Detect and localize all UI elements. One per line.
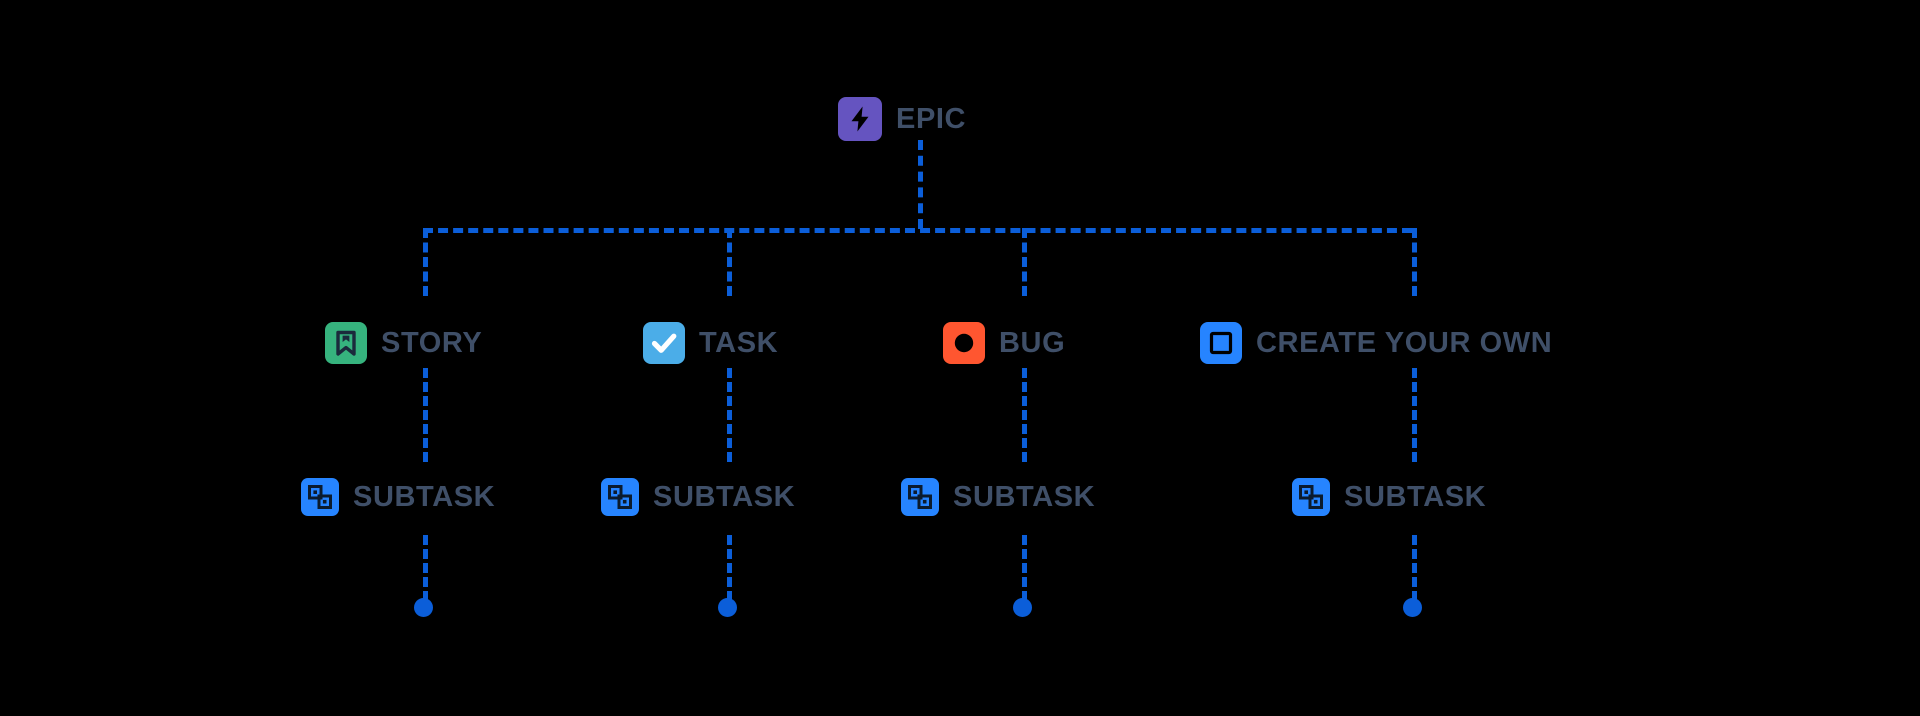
connector-drop-bug [1022, 228, 1027, 296]
connector-end-dot-1 [414, 598, 433, 617]
connector-end-dot-3 [1013, 598, 1032, 617]
node-subtask-1[interactable]: SUBTASK [301, 478, 495, 516]
node-epic[interactable]: EPIC [838, 97, 966, 141]
bug-circle-icon [943, 322, 985, 364]
connector-drop-task [727, 228, 732, 296]
subtask-icon [1292, 478, 1330, 516]
connector-end-dot-2 [718, 598, 737, 617]
node-label-bug: BUG [999, 326, 1066, 359]
create-your-own-square-icon [1200, 322, 1242, 364]
node-label-subtask: SUBTASK [953, 480, 1096, 513]
connector-tail-4 [1412, 535, 1417, 601]
connector-drop-create-your-own [1412, 228, 1417, 296]
node-bug[interactable]: BUG [943, 322, 1065, 364]
task-check-icon [643, 322, 685, 364]
epic-lightning-icon [838, 97, 882, 141]
node-label-subtask: SUBTASK [653, 480, 796, 513]
connector-tail-2 [727, 535, 732, 601]
node-label-story: STORY [381, 326, 483, 359]
node-create-your-own[interactable]: CREATE YOUR OWN [1200, 322, 1552, 364]
subtask-icon [901, 478, 939, 516]
subtask-icon [601, 478, 639, 516]
node-label-create-your-own: CREATE YOUR OWN [1256, 326, 1553, 359]
node-label-epic: EPIC [896, 102, 967, 135]
node-story[interactable]: STORY [325, 322, 482, 364]
node-subtask-2[interactable]: SUBTASK [601, 478, 795, 516]
node-subtask-4[interactable]: SUBTASK [1292, 478, 1486, 516]
node-label-subtask: SUBTASK [353, 480, 496, 513]
connector-horizontal-bus [423, 228, 1412, 233]
connector-bug-to-subtask [1022, 368, 1027, 462]
connector-story-to-subtask [423, 368, 428, 462]
story-bookmark-icon [325, 322, 367, 364]
connector-end-dot-4 [1403, 598, 1422, 617]
node-label-task: TASK [699, 326, 779, 359]
connector-create-your-own-to-subtask [1412, 368, 1417, 462]
connector-epic-stem [918, 140, 923, 229]
node-task[interactable]: TASK [643, 322, 778, 364]
connector-tail-1 [423, 535, 428, 601]
node-label-subtask: SUBTASK [1344, 480, 1487, 513]
subtask-icon [301, 478, 339, 516]
connector-task-to-subtask [727, 368, 732, 462]
node-subtask-3[interactable]: SUBTASK [901, 478, 1095, 516]
connector-tail-3 [1022, 535, 1027, 601]
connector-drop-story [423, 228, 428, 296]
